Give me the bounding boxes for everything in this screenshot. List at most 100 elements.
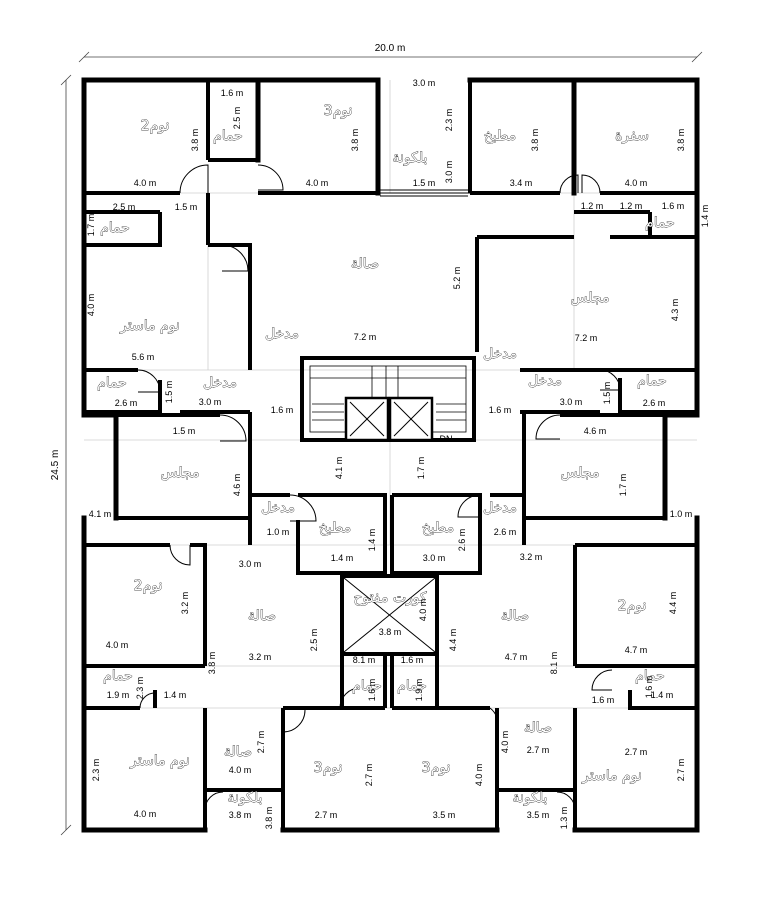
dimension-label: 2.6 m bbox=[457, 529, 467, 552]
dimension-label: 4.4 m bbox=[668, 592, 678, 615]
dimension-label: 3.5 m bbox=[527, 810, 550, 820]
dimension-label: 5.6 m bbox=[132, 352, 155, 362]
room-label: حمام bbox=[97, 375, 127, 391]
dimension-label: 3.8 m bbox=[530, 129, 540, 152]
dimension-label: 4.0 m bbox=[306, 178, 329, 188]
dimension-label: 2.6 m bbox=[115, 398, 138, 408]
dimension-label: 3.0 m bbox=[413, 78, 436, 88]
stair-down-label: DN bbox=[440, 434, 453, 444]
dimension-label: 2.7 m bbox=[676, 759, 686, 782]
dimension-label: 3.8 m bbox=[264, 807, 274, 830]
dimension-label: 4.7 m bbox=[505, 652, 528, 662]
room-label: صالة bbox=[351, 256, 379, 272]
dimension-labels: 1.6 m 2.5 m 3.8 m 3.8 m 4.0 m 4.0 m 3.0 m 2.3 m… bbox=[86, 78, 710, 829]
dimension-label: 1.4 m bbox=[331, 553, 354, 563]
room-label: حمام bbox=[645, 215, 675, 231]
room-label: صالة bbox=[248, 608, 276, 624]
room-label: مدخل bbox=[265, 326, 299, 342]
room-label: نوم ماستر bbox=[581, 768, 642, 784]
room-label: صالة bbox=[524, 720, 552, 736]
dimension-label: 1.7 m bbox=[416, 457, 426, 480]
dimension-label: 4.0 m bbox=[418, 599, 428, 622]
room-label: حمام bbox=[352, 678, 382, 694]
dimension-label: 1.4 m bbox=[164, 690, 187, 700]
inner-walls bbox=[82, 80, 697, 830]
dimension-label: 1.6 m bbox=[662, 201, 685, 211]
overall-width: 20.0 m bbox=[375, 43, 406, 54]
room-label: حمام bbox=[397, 678, 427, 694]
dimension-label: 1.9 m bbox=[107, 690, 130, 700]
dimension-label: 1.4 m bbox=[651, 690, 674, 700]
room-label: صالة bbox=[501, 608, 529, 624]
room-label: حمام bbox=[100, 220, 130, 236]
room-label: بلكونة bbox=[513, 790, 548, 806]
room-label: بلكونة bbox=[228, 790, 263, 806]
dimension-label: 3.8 m bbox=[229, 810, 252, 820]
dimension-label: 2.5 m bbox=[113, 202, 136, 212]
dimension-label: 1.5 m bbox=[175, 202, 198, 212]
outer-walls bbox=[81, 77, 700, 833]
dimension-label: 4.0 m bbox=[229, 765, 252, 775]
dimension-label: 1.5 m bbox=[413, 178, 436, 188]
room-label: كورت مفتوح bbox=[353, 590, 427, 606]
doors bbox=[137, 164, 621, 811]
dimension-label: 2.6 m bbox=[643, 398, 666, 408]
room-label: نوم2 bbox=[141, 118, 170, 134]
dimension-label: 3.8 m bbox=[676, 129, 686, 152]
dimension-label: 1.0 m bbox=[670, 509, 693, 519]
dimension-label: 2.7 m bbox=[527, 745, 550, 755]
room-label: مجلس bbox=[570, 290, 609, 306]
dimension-label: 1.5 m bbox=[164, 381, 174, 404]
dimension-label: 7.2 m bbox=[354, 332, 377, 342]
dimension-label: 4.0 m bbox=[86, 294, 96, 317]
dimension-label: 1.6 m bbox=[644, 676, 654, 699]
dimension-label: 4.3 m bbox=[670, 299, 680, 322]
dimension-label: 1.6 m bbox=[367, 679, 377, 702]
overall-height: 24.5 m bbox=[50, 450, 61, 481]
dimension-label: 1.6 m bbox=[592, 695, 615, 705]
dimension-label: 2.7 m bbox=[256, 731, 266, 754]
room-label: بلكونة bbox=[393, 150, 428, 166]
dimension-label: 4.4 m bbox=[448, 629, 458, 652]
room-label: نوم2 bbox=[618, 598, 647, 614]
dimension-label: 2.3 m bbox=[135, 677, 145, 700]
room-label: سفرة bbox=[615, 128, 649, 144]
dimension-label: 3.8 m bbox=[190, 129, 200, 152]
dimension-label: 4.1 m bbox=[89, 509, 112, 519]
dimension-label: 2.5 m bbox=[309, 629, 319, 652]
dimension-label: 3.2 m bbox=[180, 592, 190, 615]
dimension-label: 3.4 m bbox=[510, 178, 533, 188]
dimension-label: 1.7 m bbox=[618, 474, 628, 497]
dimension-label: 1.2 m bbox=[620, 201, 643, 211]
dimension-label: 4.0 m bbox=[106, 640, 129, 650]
room-label: حمام bbox=[103, 668, 133, 684]
dimension-label: 8.1 m bbox=[353, 655, 376, 665]
room-label: صالة bbox=[224, 744, 252, 760]
room-label: حمام bbox=[635, 668, 665, 684]
dimension-label: 3.8 m bbox=[207, 652, 217, 675]
dimension-label: 5.2 m bbox=[452, 267, 462, 290]
dimension-label: 1.4 m bbox=[700, 205, 710, 228]
dimension-label: 3.8 m bbox=[350, 129, 360, 152]
room-label: نوم2 bbox=[134, 578, 163, 594]
room-label: مدخل bbox=[483, 500, 517, 516]
dimension-label: 3.0 m bbox=[560, 397, 583, 407]
room-label: نوم ماستر bbox=[119, 318, 180, 334]
dimension-label: 1.5 m bbox=[602, 382, 612, 405]
dimension-label: 1.2 m bbox=[581, 201, 604, 211]
dimension-label: 3.8 m bbox=[379, 627, 402, 637]
dimension-label: 2.3 m bbox=[91, 759, 101, 782]
room-label: حمام bbox=[637, 373, 667, 389]
dimension-label: 7.2 m bbox=[575, 333, 598, 343]
dimension-label: 1.0 m bbox=[267, 527, 290, 537]
room-label: مدخل bbox=[483, 346, 517, 362]
room-label: مدخل bbox=[261, 500, 295, 516]
room-label: مدخل bbox=[528, 373, 562, 389]
dimension-label: 1.6 m bbox=[489, 405, 512, 415]
dimension-label: 4.0 m bbox=[625, 178, 648, 188]
dimension-label: 1.7 m bbox=[86, 214, 96, 237]
room-label: مدخل bbox=[203, 375, 237, 391]
room-label: نوم3 bbox=[422, 760, 451, 776]
room-label: نوم ماستر bbox=[129, 753, 190, 769]
